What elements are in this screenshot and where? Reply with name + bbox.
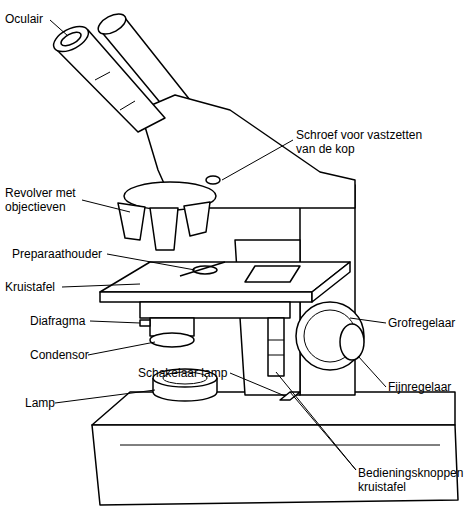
part-label: Lamp [25, 396, 55, 410]
part-label: Schakelaar lamp [138, 366, 227, 380]
objective [118, 203, 145, 240]
leader-line [276, 372, 356, 470]
base-top [92, 392, 455, 425]
coarse-knob [296, 302, 364, 370]
stage-side [312, 262, 350, 302]
stage-top [100, 262, 350, 292]
leader-line [50, 20, 68, 36]
part-label: Condensor [30, 348, 89, 362]
eyepiece-lens [59, 29, 83, 48]
leader-line [88, 342, 155, 355]
leader-line [290, 392, 356, 470]
leader-line [230, 373, 285, 396]
condenser [150, 333, 194, 347]
objective [184, 202, 210, 236]
eyepiece-top [50, 21, 93, 56]
knob-ridge [268, 340, 284, 355]
diaphragm-lever [140, 320, 150, 326]
part-label: Bedieningsknoppen kruistafel [358, 466, 473, 494]
fine-knob [340, 324, 364, 360]
part-label: Preparaathouder [12, 247, 102, 261]
part-label: Fijnregelaar [388, 380, 451, 394]
eyepiece-top [95, 10, 129, 38]
stage-control-knob [268, 318, 284, 376]
stage-opening [193, 266, 217, 274]
part-label: Revolver met objectieven [5, 186, 90, 214]
leader-line [90, 321, 140, 323]
part-label: Diafragma [30, 314, 85, 328]
leader-line [62, 284, 140, 287]
part-label: Grofregelaar [388, 316, 455, 330]
leader-line [82, 200, 130, 212]
part-label: Oculair [5, 12, 43, 26]
substage [140, 302, 290, 318]
head-screw [206, 176, 220, 184]
leader-line [55, 390, 155, 403]
leader-line [107, 254, 195, 270]
leader-line [222, 140, 293, 180]
part-label: Kruistafel [5, 280, 55, 294]
leader-line [350, 318, 386, 323]
objective [150, 208, 178, 250]
stage-front [100, 292, 312, 302]
slide-holder [245, 266, 300, 282]
base-edge [120, 445, 440, 446]
lamp-switch [280, 392, 300, 400]
eyepiece-ring [95, 72, 135, 110]
leader-line [358, 356, 386, 387]
part-label: Schroef voor vastzetten van de kop [296, 128, 438, 156]
